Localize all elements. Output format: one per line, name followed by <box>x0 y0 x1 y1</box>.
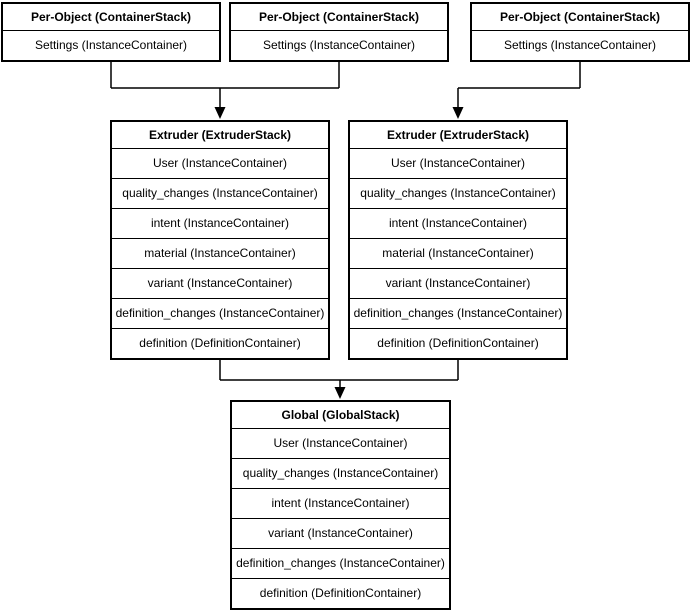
container-row-quality-changes: quality_changes (InstanceContainer) <box>232 459 449 489</box>
stack-title: Per-Object (ContainerStack) <box>472 4 688 31</box>
stack-title: Extruder (ExtruderStack) <box>112 122 328 149</box>
container-row-settings: Settings (InstanceContainer) <box>262 38 416 52</box>
extruder-stack-right: Extruder (ExtruderStack) User (InstanceC… <box>348 120 568 360</box>
arrowhead-extruder-left-icon <box>214 107 226 119</box>
container-row-intent: intent (InstanceContainer) <box>232 489 449 519</box>
container-row-settings: Settings (InstanceContainer) <box>34 38 188 52</box>
container-row-user: User (InstanceContainer) <box>232 429 449 459</box>
container-row-definition-changes: definition_changes (InstanceContainer) <box>232 549 449 579</box>
container-row-material: material (InstanceContainer) <box>112 239 328 269</box>
per-object-stack-1: Per-Object (ContainerStack) Settings (In… <box>1 2 221 62</box>
per-object-stack-2: Per-Object (ContainerStack) Settings (In… <box>229 2 449 62</box>
container-row-definition: definition (DefinitionContainer) <box>377 336 539 350</box>
container-row-intent: intent (InstanceContainer) <box>112 209 328 239</box>
stack-title: Extruder (ExtruderStack) <box>350 122 566 149</box>
container-row-variant: variant (InstanceContainer) <box>112 269 328 299</box>
container-row-material: material (InstanceContainer) <box>350 239 566 269</box>
stack-title: Global (GlobalStack) <box>232 402 449 429</box>
container-row-definition: definition (DefinitionContainer) <box>259 586 422 600</box>
connector-perobject-to-extruder-left <box>110 62 340 109</box>
arrowhead-global-icon <box>334 387 346 399</box>
container-row-settings: Settings (InstanceContainer) <box>503 38 657 52</box>
container-row-variant: variant (InstanceContainer) <box>232 519 449 549</box>
container-row-user: User (InstanceContainer) <box>112 149 328 179</box>
stack-title: Per-Object (ContainerStack) <box>3 4 219 31</box>
container-row-definition: definition (DefinitionContainer) <box>139 336 301 350</box>
per-object-stack-3: Per-Object (ContainerStack) Settings (In… <box>470 2 690 62</box>
container-row-quality-changes: quality_changes (InstanceContainer) <box>350 179 566 209</box>
arrowhead-extruder-right-icon <box>452 107 464 119</box>
container-row-intent: intent (InstanceContainer) <box>350 209 566 239</box>
global-stack: Global (GlobalStack) User (InstanceConta… <box>230 400 451 610</box>
extruder-stack-left: Extruder (ExtruderStack) User (InstanceC… <box>110 120 330 360</box>
container-row-user: User (InstanceContainer) <box>350 149 566 179</box>
connector-perobject-to-extruder-right <box>457 62 581 109</box>
container-row-definition-changes: definition_changes (InstanceContainer) <box>112 299 328 329</box>
container-row-variant: variant (InstanceContainer) <box>350 269 566 299</box>
container-row-quality-changes: quality_changes (InstanceContainer) <box>112 179 328 209</box>
container-row-definition-changes: definition_changes (InstanceContainer) <box>350 299 566 329</box>
connector-extruders-to-global <box>219 360 459 389</box>
stack-title: Per-Object (ContainerStack) <box>231 4 447 31</box>
